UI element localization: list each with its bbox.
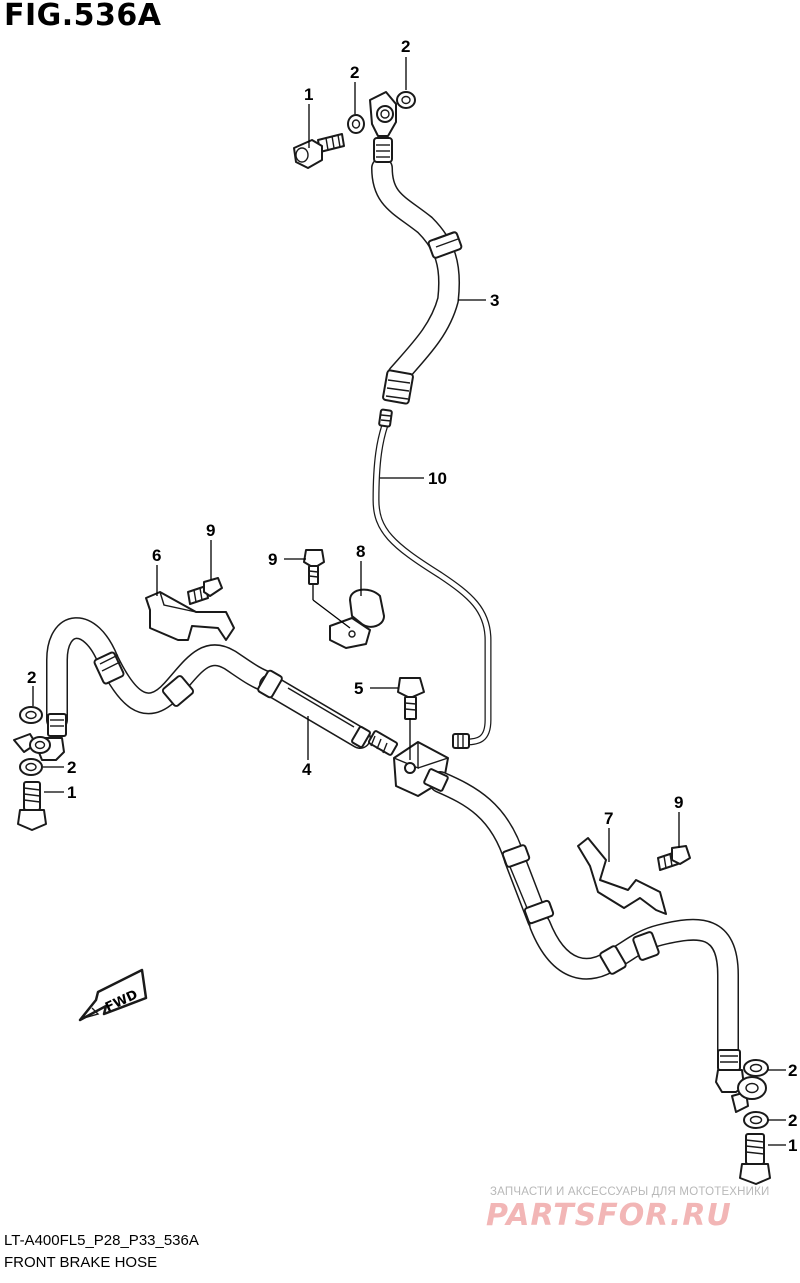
upper-brake-hose [371,137,463,405]
washer-left-b [19,758,43,776]
hose-clamp-8 [329,588,385,649]
hose-clamp-7 [577,837,667,915]
callout-8: 8 [356,542,365,561]
left-banjo-fitting [13,733,65,761]
callout-2-left-b: 2 [67,758,76,777]
washer-top-b [396,91,416,109]
bolt-9-top [187,577,223,605]
leader-lines [32,57,786,1146]
callout-5: 5 [354,679,363,698]
bolt-5 [397,677,425,720]
right-brake-hose [423,768,741,1071]
union-bolt-top [293,133,345,169]
callout-7: 7 [604,809,613,828]
callout-2-right-a: 2 [788,1061,797,1080]
callout-10: 10 [428,469,447,488]
callout-1-right: 1 [788,1136,797,1155]
fwd-arrow-icon: FWD [78,968,148,1022]
callout-3: 3 [490,291,499,310]
hose-clamp-6 [145,591,235,641]
watermark-logo: PARTSFOR.RU [486,1198,732,1233]
washer-left-a [19,706,43,724]
union-bolt-right [739,1133,771,1185]
bolt-9-mid [303,549,325,585]
bolt-9-right [657,845,691,871]
callout-4: 4 [302,760,312,779]
washer-right-a [743,1059,769,1077]
upper-banjo-fitting [369,91,397,137]
union-bolt-left [17,781,47,831]
figure-title: FIG.536A [4,0,162,33]
callout-9-mid: 9 [268,550,277,569]
callout-2-left-a: 2 [27,668,36,687]
callout-1-left: 1 [67,783,76,802]
callout-2-top-b: 2 [401,37,410,56]
washer-right-b [743,1111,769,1129]
callout-2-right-b: 2 [788,1111,797,1130]
right-banjo-fitting [715,1069,767,1113]
callout-9-top: 9 [206,521,215,540]
washer-top-a [347,114,365,134]
callout-1-top: 1 [304,85,313,104]
callouts: 1 2 2 3 10 9 6 9 8 5 4 2 2 1 7 9 2 2 1 [27,37,797,1155]
brake-pipe [372,408,492,749]
callout-2-top-a: 2 [350,63,359,82]
callout-9-right: 9 [674,793,683,812]
watermark-tagline: ЗАПЧАСТИ И АКСЕССУАРЫ ДЛЯ МОТОТЕХНИКИ [490,1186,770,1198]
left-brake-hose [46,617,399,756]
figure-code: LT-A400FL5_P28_P33_536A [4,1232,199,1249]
callout-6: 6 [152,546,161,565]
figure-description: FRONT BRAKE HOSE [4,1254,158,1271]
